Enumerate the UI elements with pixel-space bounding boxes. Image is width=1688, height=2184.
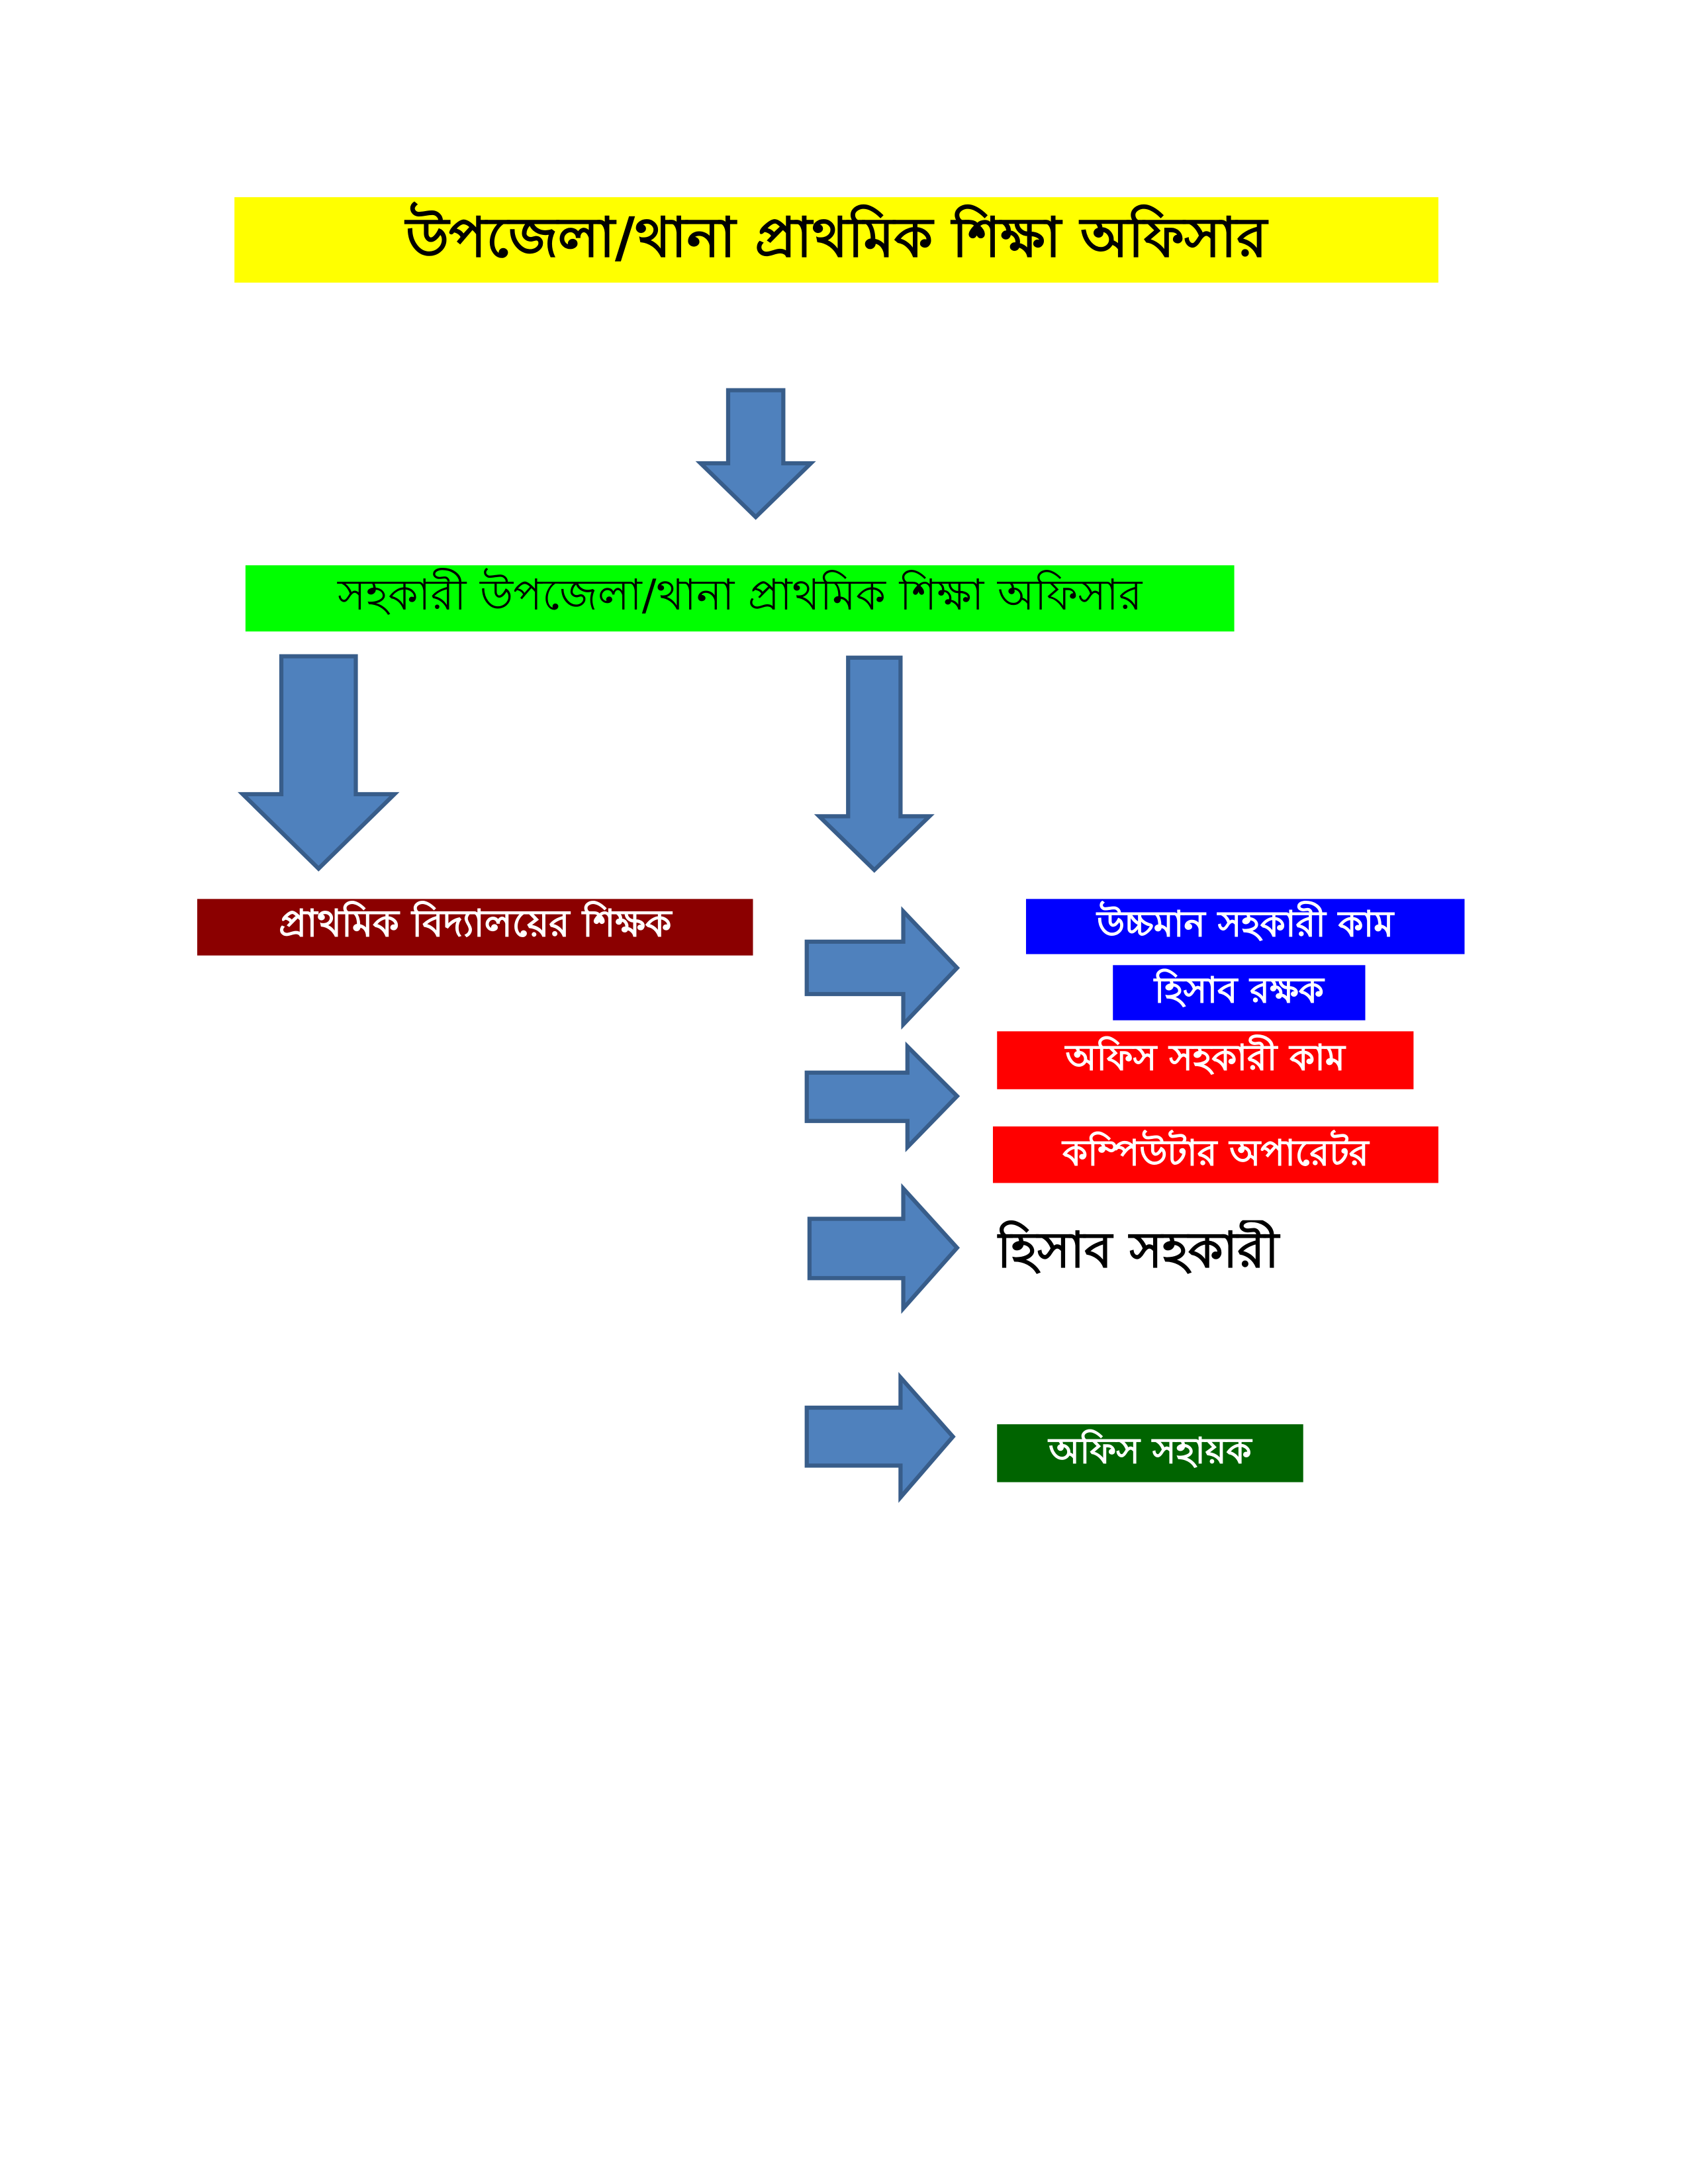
upper-clerk-node-line1: উচ্চমান সহকারী কাম	[1025, 899, 1465, 954]
right-arrow-icon	[804, 1041, 961, 1152]
office-assistant-node-line2: কম্পিউটার অপারেটর	[992, 1126, 1438, 1183]
office-assistant-node-line1: অফিস সহকারী কাম	[997, 1031, 1414, 1089]
assistant-officer-node: সহকারী উপজেলা/থানা প্রাথমিক শিক্ষা অফিসা…	[245, 565, 1235, 632]
down-arrow-icon	[238, 654, 400, 872]
down-arrow-icon	[695, 388, 816, 520]
right-arrow-icon	[804, 906, 961, 1030]
accounts-assistant-node: হিসাব সহকারী	[997, 1222, 1280, 1280]
down-arrow-icon	[814, 655, 935, 873]
office-helper-node: অফিস সহায়ক	[997, 1424, 1303, 1482]
right-arrow-icon	[807, 1183, 961, 1314]
upper-clerk-node-line2: হিসাব রক্ষক	[1113, 965, 1366, 1021]
teacher-node: প্রাথমিক বিদ্যালয়ের শিক্ষক	[197, 899, 753, 956]
top-officer-node: উপজেলা/থানা প্রাথমিক শিক্ষা অফিসার	[234, 197, 1438, 283]
right-arrow-icon	[804, 1371, 956, 1503]
